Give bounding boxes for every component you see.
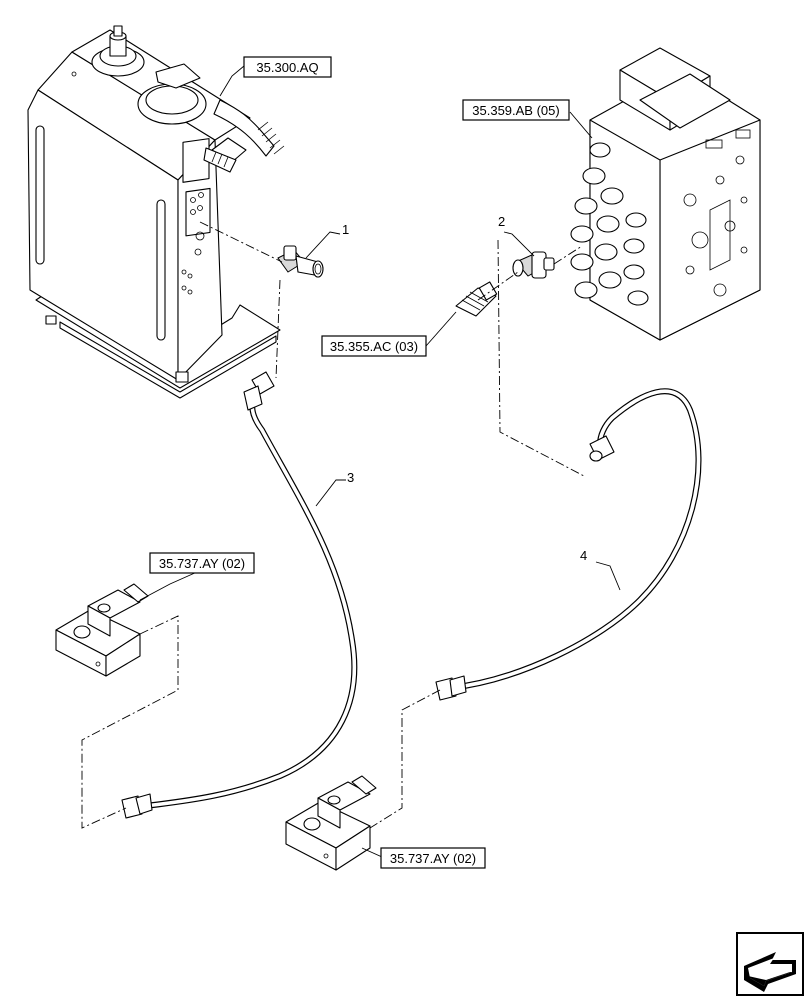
solenoid-valve-bottom <box>285 775 377 871</box>
svg-text:35.300.AQ: 35.300.AQ <box>256 60 318 75</box>
svg-text:35.737.AY (02): 35.737.AY (02) <box>390 851 476 866</box>
ref-label-tank[interactable]: 35.300.AQ <box>243 56 332 78</box>
ref-label-solenoid-bottom[interactable]: 35.737.AY (02) <box>380 847 486 869</box>
solenoid-valve-left <box>55 583 149 677</box>
callout-2: 2 <box>498 214 505 229</box>
valve-ports <box>683 129 751 297</box>
hydraulic-tank <box>27 25 285 399</box>
svg-text:35.359.AB (05): 35.359.AB (05) <box>472 103 559 118</box>
hose-3-top-fitting <box>243 371 275 411</box>
hose-4 <box>435 388 702 701</box>
callout-4: 4 <box>580 548 587 563</box>
hose-3 <box>121 371 358 819</box>
flex-hose-corrugation <box>257 121 285 155</box>
svg-text:35.355.AC (03): 35.355.AC (03) <box>330 339 418 354</box>
hose-3-bottom-fitting <box>121 793 153 819</box>
svg-text:35.737.AY (02): 35.737.AY (02) <box>159 556 245 571</box>
spool-caps <box>570 142 649 306</box>
ref-label-solenoid-left[interactable]: 35.737.AY (02) <box>149 552 255 574</box>
main-control-valve <box>570 47 761 341</box>
elbow-fitting-1 <box>277 245 324 278</box>
elbow-fitting-2 <box>512 251 555 279</box>
hose-4-top-fitting <box>589 435 615 462</box>
ref-label-control-valve[interactable]: 35.359.AB (05) <box>462 99 570 121</box>
callout-3: 3 <box>347 470 354 485</box>
adapter-fitting <box>455 281 498 317</box>
ref-label-adapter[interactable]: 35.355.AC (03) <box>321 335 427 357</box>
hose-4-bottom-fitting <box>435 675 467 701</box>
callout-1: 1 <box>342 222 349 237</box>
connection-centerlines <box>81 221 585 829</box>
next-page-arrow-icon[interactable] <box>736 932 804 996</box>
